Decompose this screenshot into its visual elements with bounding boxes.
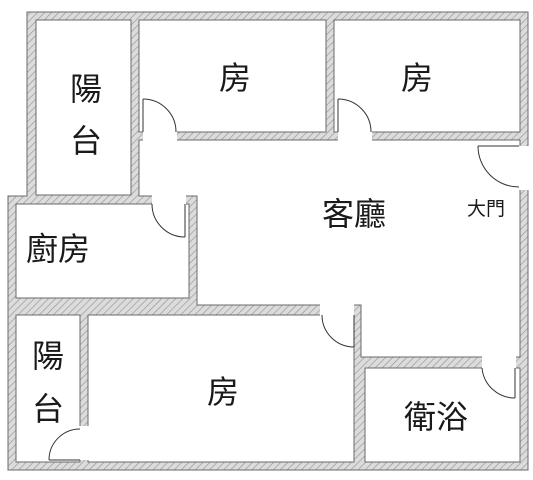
opening-bathroom (482, 356, 516, 369)
kitchen-label: 廚房 (26, 230, 90, 268)
opening-bedroom-bottom (320, 304, 354, 316)
bedroom-top-left-label: 房 (219, 59, 251, 97)
door-bathroom (481, 367, 516, 399)
room-labels: 陽 台 房 房 客廳 大門 廚房 陽 台 房 衛浴 (26, 59, 505, 436)
floor-bedroom-bottom (87, 314, 355, 463)
bathroom-label: 衛浴 (404, 398, 468, 436)
balcony-bottom-label-line2: 台 (32, 390, 64, 428)
walls (7, 11, 529, 471)
door-bedroom-top-right (337, 98, 372, 133)
floor-balcony-top (35, 19, 132, 196)
balcony-top-label-line1: 陽 (70, 70, 102, 108)
door-bedroom-bottom (321, 314, 355, 348)
opening-bedroom-top-right (338, 131, 372, 141)
floor-bathroom (364, 367, 521, 463)
opening-main-door (519, 146, 529, 190)
living-room-label: 客廳 (322, 195, 386, 233)
opening-bedroom-top-left (143, 131, 177, 141)
opening-balcony-bottom (79, 426, 89, 460)
floor-kitchen (15, 203, 190, 299)
bedroom-bottom-label: 房 (207, 373, 239, 411)
door-bedroom-top-left (142, 98, 177, 133)
door-kitchen (151, 203, 186, 238)
door-main (477, 145, 520, 188)
floor-balcony-bottom (15, 314, 81, 463)
main-door-label: 大門 (467, 198, 505, 220)
balcony-bottom-label-line1: 陽 (32, 337, 64, 375)
doors (48, 98, 520, 461)
balcony-top-label-line2: 台 (70, 122, 102, 160)
door-balcony-bottom (48, 428, 81, 461)
opening-kitchen (152, 195, 186, 205)
bedroom-top-right-label: 房 (401, 59, 433, 97)
